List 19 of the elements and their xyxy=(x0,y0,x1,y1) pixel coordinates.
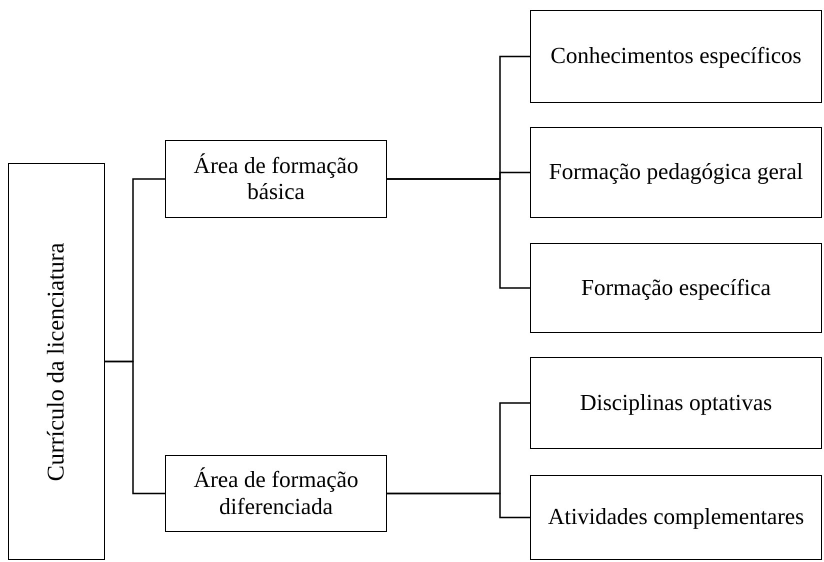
box-label: Atividades complementares xyxy=(546,504,806,531)
text-box xyxy=(530,127,822,218)
text-box xyxy=(165,455,387,532)
connector-line xyxy=(387,492,530,518)
box-label: Área de formação diferenciada xyxy=(192,467,360,520)
text-box xyxy=(530,243,822,333)
connector-line xyxy=(387,178,530,289)
box-label: Formação específica xyxy=(580,274,772,302)
text-box xyxy=(530,475,822,560)
box-label: Disciplinas optativas xyxy=(578,390,774,416)
connector-line xyxy=(105,360,165,494)
box-label: Conhecimentos específicos xyxy=(549,43,802,70)
text-box xyxy=(165,140,387,218)
box-label: Currículo da licenciatura xyxy=(42,242,70,481)
box-label: Área de formação básica xyxy=(192,152,360,206)
box-label: Formação pedagógica geral xyxy=(548,159,804,186)
text-box xyxy=(530,10,822,103)
text-box xyxy=(8,163,105,560)
text-box xyxy=(530,357,822,449)
